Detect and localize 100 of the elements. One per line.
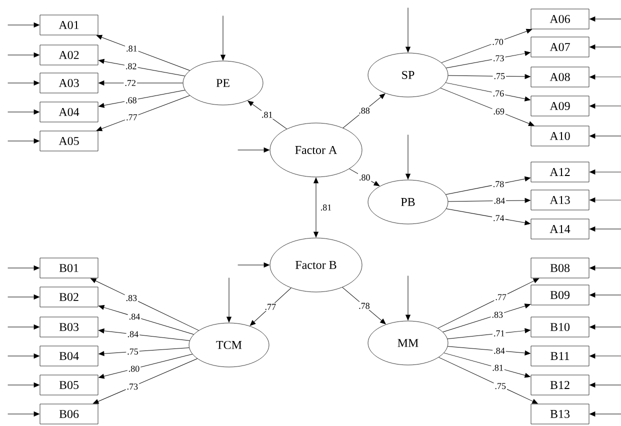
arrow [440, 88, 534, 126]
error-arrow [590, 198, 621, 202]
edge-label: .84 [126, 330, 140, 338]
indicator-box: A03 [40, 72, 98, 94]
indicator-box: B13 [530, 404, 590, 424]
edge-label: .81 [125, 44, 138, 53]
edge-label: .82 [124, 62, 138, 70]
indicator-box: B04 [40, 346, 98, 366]
error-arrow [8, 80, 40, 86]
edge-label: .77 [264, 302, 278, 311]
error-arrow [590, 74, 621, 80]
error-arrow [590, 354, 621, 358]
indicator-box: B03 [40, 316, 98, 338]
error-arrow [8, 412, 40, 416]
arrow [441, 28, 532, 63]
edge-label: .81 [260, 110, 274, 119]
arrow [445, 82, 530, 102]
edge-label: .73 [492, 54, 506, 62]
arrow [250, 288, 292, 326]
indicator-box: A12 [530, 162, 590, 182]
arrow [438, 357, 538, 404]
indicator-box: A07 [530, 36, 590, 58]
error-arrow [220, 16, 226, 60]
indicator-box: A10 [530, 126, 590, 146]
edge-label: .73 [126, 382, 140, 391]
arrow [446, 208, 530, 226]
edge-label: .75 [494, 382, 507, 390]
error-arrow [406, 276, 410, 320]
indicator-box: A02 [40, 44, 98, 66]
arrow [90, 278, 199, 331]
arrow [342, 94, 386, 128]
indicator-box: A06 [530, 8, 590, 30]
indicator-box: A05 [40, 130, 98, 152]
indicator-box: A01 [40, 14, 98, 36]
error-arrow [590, 134, 621, 138]
edge-label: .76 [492, 89, 506, 98]
edge-label: .70 [491, 38, 504, 46]
edge-label: .78 [492, 180, 506, 188]
indicator-box: B01 [40, 258, 98, 278]
arrow [96, 34, 190, 71]
indicator-box: B08 [530, 258, 590, 278]
error-arrow [8, 110, 40, 114]
edge-label: .84 [128, 312, 142, 321]
error-arrow [8, 294, 40, 300]
arrow [446, 51, 530, 68]
error-arrow [8, 52, 40, 58]
edge-label: .81 [319, 203, 333, 212]
edge-label: .75 [492, 72, 506, 80]
indicator-box: B05 [40, 374, 98, 396]
edge-label: .88 [358, 106, 371, 115]
arrow [447, 346, 530, 356]
arrow [96, 95, 190, 132]
edge-label: .80 [127, 364, 141, 373]
arrow [314, 178, 318, 238]
edge-label: .71 [492, 329, 506, 338]
error-arrow [8, 266, 40, 270]
error-arrow [406, 8, 410, 52]
error-arrow [226, 278, 232, 322]
arrow [447, 328, 530, 340]
arrow [98, 90, 186, 108]
edge-label: .72 [124, 78, 137, 88]
arrow [92, 358, 198, 404]
arrow [448, 74, 530, 79]
indicator-box: B06 [40, 404, 98, 424]
arrow [98, 80, 184, 86]
error-arrow [590, 44, 621, 50]
error-arrow [8, 324, 40, 330]
error-arrow [406, 134, 410, 180]
arrow [248, 100, 288, 130]
arrow [342, 287, 386, 324]
error-arrow [590, 226, 621, 232]
error-arrow [590, 170, 621, 174]
indicator-box: A14 [530, 218, 590, 240]
indicator-box: A13 [530, 190, 590, 210]
indicator-box: A04 [40, 102, 98, 122]
error-arrow [590, 412, 621, 416]
error-arrow [8, 382, 40, 388]
indicator-box: A09 [530, 96, 590, 116]
arrow [98, 348, 190, 356]
arrow [349, 168, 380, 186]
error-arrow [590, 266, 621, 270]
edge-label: .77 [125, 113, 138, 122]
edge-label: .77 [494, 293, 508, 302]
edge-label: .83 [490, 310, 504, 319]
error-arrow [8, 22, 40, 28]
arrow [98, 58, 186, 76]
indicator-box: B09 [530, 284, 590, 306]
error-arrow [590, 292, 621, 298]
edge-label: .80 [358, 173, 372, 182]
indicator-box: A08 [530, 66, 590, 88]
error-arrow [590, 16, 621, 22]
arrow [98, 305, 194, 335]
arrow [98, 354, 193, 379]
arrow [98, 328, 190, 341]
edge-label: .83 [124, 294, 138, 302]
arrow [444, 352, 530, 378]
error-arrow [590, 382, 621, 388]
error-arrow [238, 262, 270, 268]
edge-label: .74 [492, 214, 506, 222]
arrow [446, 176, 530, 195]
